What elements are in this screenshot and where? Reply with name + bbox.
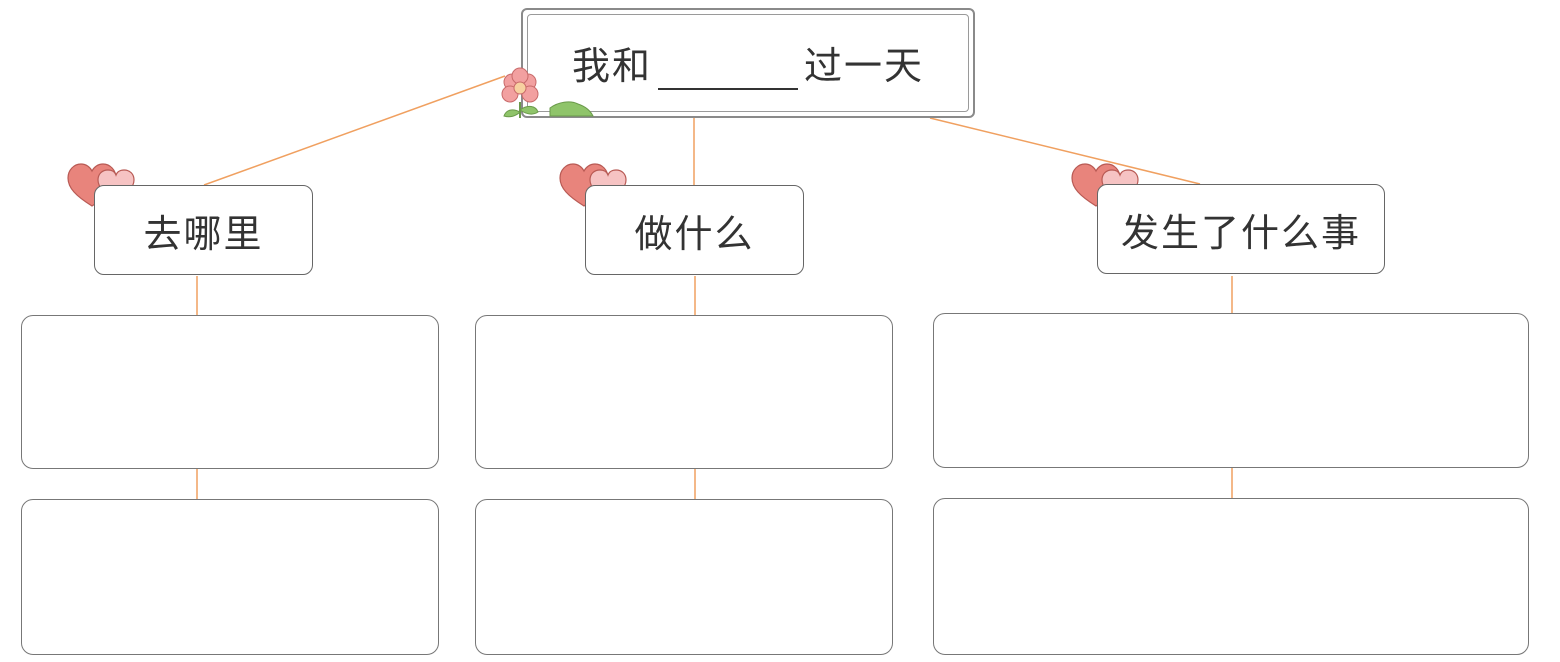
title-blank-line[interactable] [658,46,798,90]
answer-box-happened-2[interactable] [933,498,1529,655]
connector-title-right [929,117,1201,185]
title-before: 我和 [571,44,652,88]
category-what-happened: 发生了什么事 [1097,184,1385,274]
answer-box-where-1[interactable] [21,315,439,469]
answer-box-happened-1[interactable] [933,313,1529,468]
connector-title-left [203,75,506,186]
title-box: 我和 过一天 [521,8,975,118]
answer-box-what-2[interactable] [475,499,893,655]
answer-box-where-2[interactable] [21,499,439,655]
title-after: 过一天 [804,44,925,88]
title-text: 我和 过一天 [523,40,973,90]
category-where: 去哪里 [94,185,313,275]
flower-icon [501,67,594,118]
answer-box-what-1[interactable] [475,315,893,469]
category-what: 做什么 [585,185,804,275]
